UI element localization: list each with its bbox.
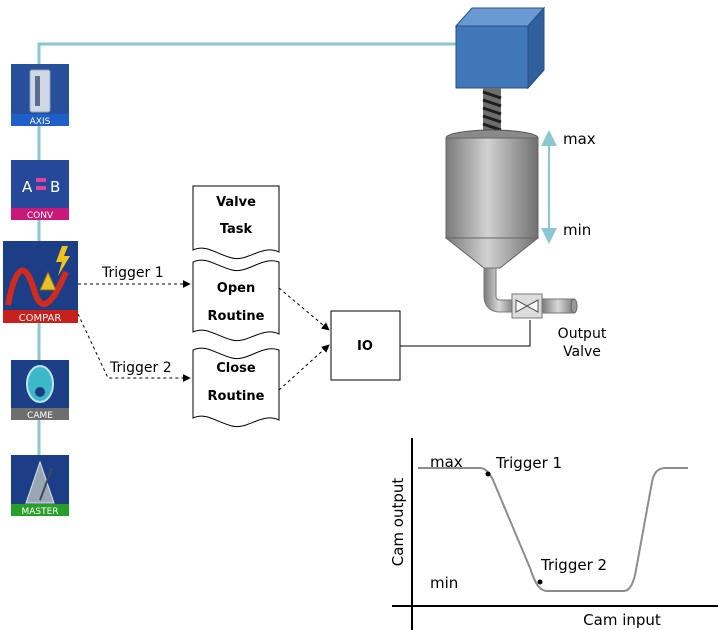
y-axis-label: Cam output xyxy=(389,478,407,567)
valve-label-line2: Valve xyxy=(563,344,601,360)
motor xyxy=(454,6,546,90)
conv-glyph-b: B xyxy=(50,178,60,196)
axis-caption: AXIS xyxy=(30,117,51,127)
close-routine-document[interactable]: Close Routine xyxy=(192,347,280,428)
conv-block[interactable]: A B CONV xyxy=(11,160,69,221)
close-line2: Routine xyxy=(208,389,265,404)
conv-caption: CONV xyxy=(27,211,54,221)
trigger-arrows: Trigger 1 Trigger 2 xyxy=(77,265,191,382)
came-block[interactable]: CAME xyxy=(11,360,69,421)
trigger2-label: Trigger 2 xyxy=(109,360,172,376)
io-valve-line xyxy=(400,320,531,347)
cam-icon xyxy=(26,365,54,403)
open-line2: Routine xyxy=(208,309,265,324)
task-line2: Task xyxy=(220,222,253,237)
compare-wave-icon xyxy=(5,267,69,307)
io-box[interactable]: IO xyxy=(330,310,401,381)
bell-icon xyxy=(39,270,57,291)
came-caption: CAME xyxy=(27,411,53,421)
conv-glyph-a: A xyxy=(22,178,33,196)
plot-max-label: max xyxy=(430,453,463,471)
plot-trigger2-label: Trigger 2 xyxy=(540,556,607,574)
x-axis-label: Cam input xyxy=(583,611,661,629)
trigger1-point xyxy=(485,471,491,477)
open-line1: Open xyxy=(217,281,255,296)
io-label: IO xyxy=(357,339,373,354)
level-min-label: min xyxy=(563,221,591,239)
axis-block[interactable]: AXIS xyxy=(11,64,69,127)
level-indicator: max min xyxy=(541,130,596,244)
valve-task-document[interactable]: Valve Task xyxy=(192,185,280,260)
cam-profile-plot: Cam output Cam input max min Trigger 1 T… xyxy=(389,438,718,630)
lightning-icon xyxy=(56,246,70,276)
compar-caption: COMPAR xyxy=(19,313,62,324)
routine-io-arrows xyxy=(278,287,330,391)
output-valve-icon[interactable] xyxy=(511,293,578,319)
trigger1-label: Trigger 1 xyxy=(101,265,164,281)
master-block[interactable]: MASTER xyxy=(11,455,69,517)
open-routine-document[interactable]: Open Routine xyxy=(192,259,280,342)
task-line1: Valve xyxy=(216,195,256,210)
motor-link-line xyxy=(37,42,456,68)
valve-label-line1: Output xyxy=(558,326,607,342)
plot-min-label: min xyxy=(430,574,458,592)
equals-icon xyxy=(36,178,46,182)
tank xyxy=(444,129,540,313)
master-caption: MASTER xyxy=(21,507,58,517)
close-line1: Close xyxy=(216,361,256,376)
level-max-label: max xyxy=(563,130,596,148)
trigger2-point xyxy=(537,579,543,585)
plot-trigger1-label: Trigger 1 xyxy=(495,454,562,472)
compar-block[interactable]: COMPAR xyxy=(3,241,78,324)
